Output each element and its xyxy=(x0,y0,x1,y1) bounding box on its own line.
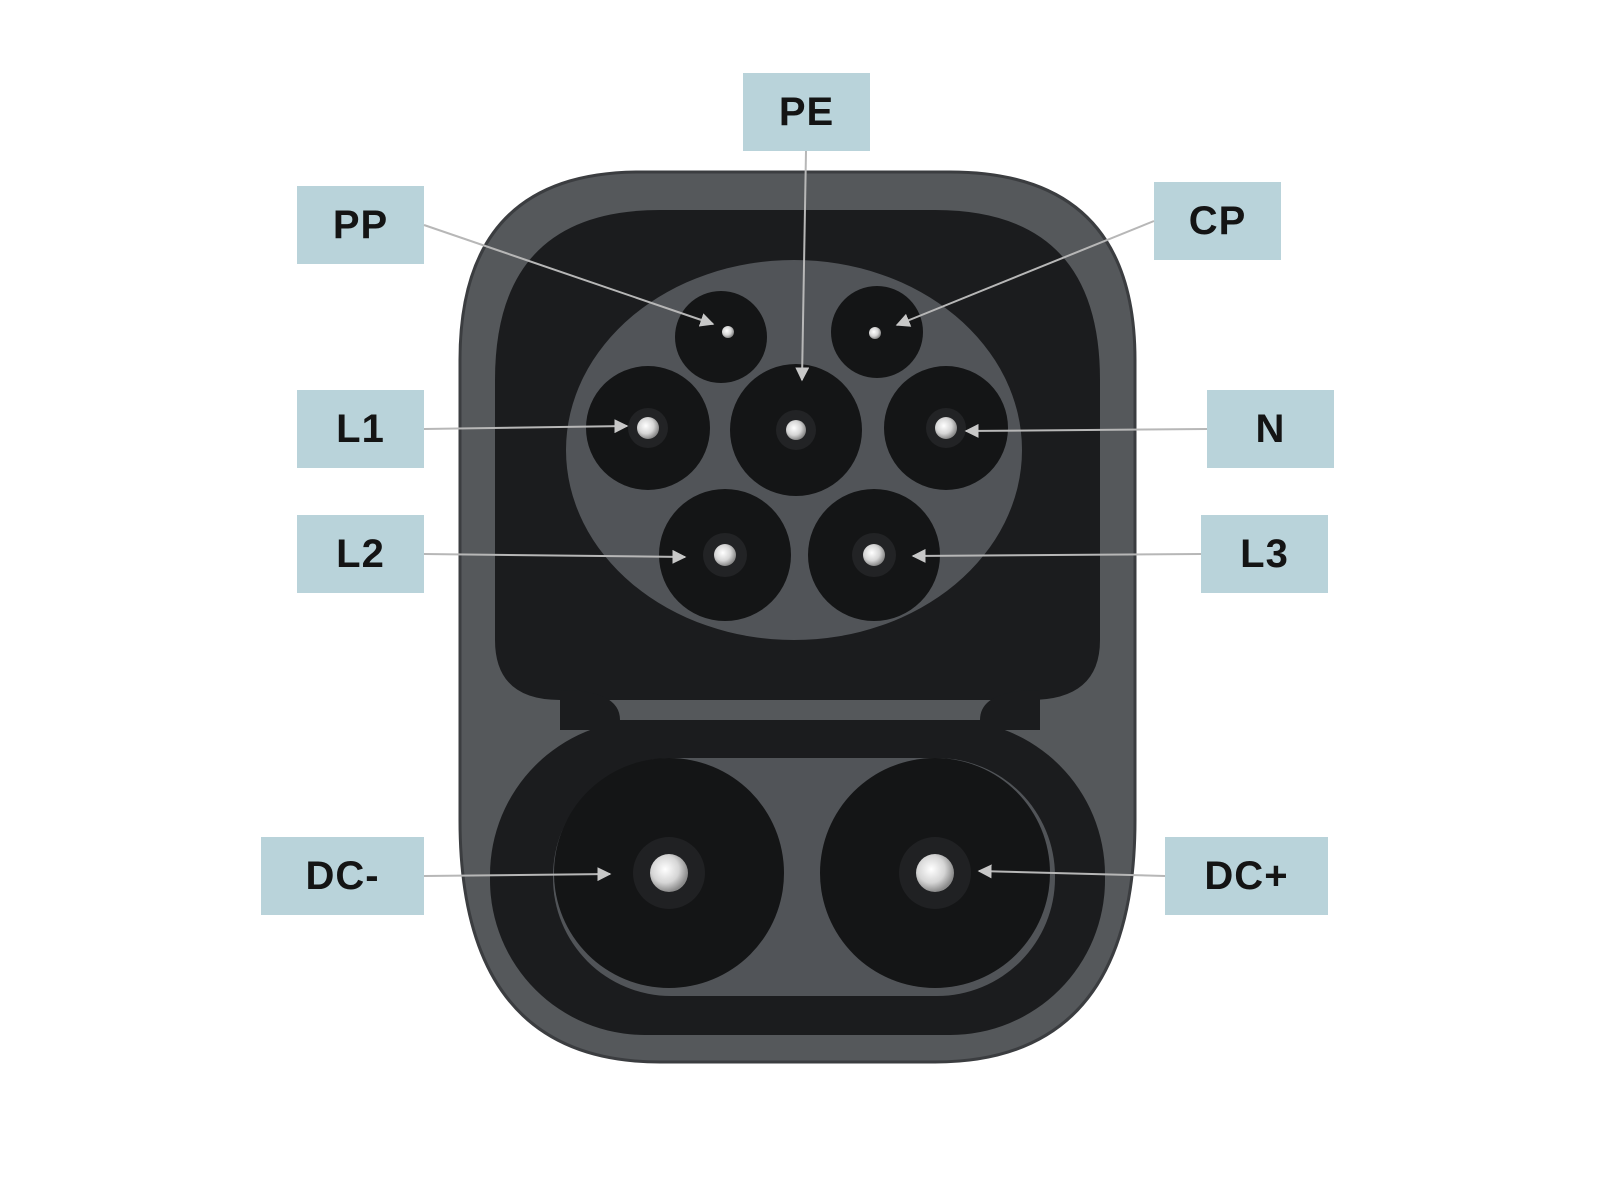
label-bg-cp xyxy=(1154,182,1281,260)
socket-dc-plus xyxy=(820,758,1050,988)
socket-pp xyxy=(675,291,767,383)
socket-l2 xyxy=(659,489,791,621)
leader-dc-plus xyxy=(977,864,1166,879)
label-n: N xyxy=(1255,406,1286,451)
socket-l1 xyxy=(586,366,710,490)
socket-l3 xyxy=(808,489,940,621)
label-pe: PE xyxy=(778,89,835,134)
leader-cp xyxy=(895,220,1155,327)
label-l1: L1 xyxy=(336,406,385,451)
leader-l1 xyxy=(423,419,629,434)
label-bg-pp xyxy=(297,186,424,264)
label-bg-dc-minus xyxy=(261,837,424,915)
label-cp: CP xyxy=(1188,198,1247,243)
socket-cp xyxy=(831,286,923,378)
label-pp: PP xyxy=(332,202,389,247)
leader-dc-minus xyxy=(423,867,612,882)
label-bg-l1 xyxy=(297,390,424,468)
label-dc-minus: DC- xyxy=(305,853,380,898)
label-bg-l2 xyxy=(297,515,424,593)
label-bg-dc-plus xyxy=(1165,837,1328,915)
label-bg-l3 xyxy=(1201,515,1328,593)
label-bg-pe xyxy=(743,73,870,151)
label-bg-n xyxy=(1207,390,1334,468)
label-l3: L3 xyxy=(1240,531,1289,576)
socket-n xyxy=(884,366,1008,490)
socket-dc-minus xyxy=(554,758,784,988)
housing-neck xyxy=(560,690,1040,730)
leader-n xyxy=(964,423,1208,438)
socket-pe xyxy=(730,364,862,496)
label-dc-plus: DC+ xyxy=(1204,853,1289,898)
leader-l2 xyxy=(423,549,687,564)
leader-l3 xyxy=(911,548,1202,563)
label-l2: L2 xyxy=(336,531,385,576)
leader-pe xyxy=(795,150,810,382)
leader-pp xyxy=(423,224,715,327)
